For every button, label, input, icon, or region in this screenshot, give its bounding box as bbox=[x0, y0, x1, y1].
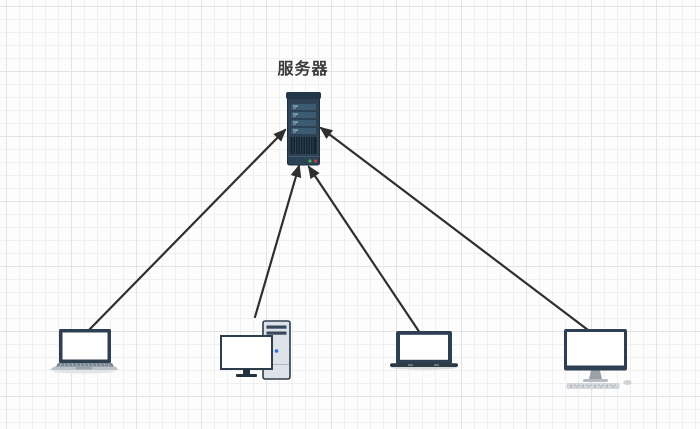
edge-laptop-left-to-server bbox=[86, 128, 287, 333]
server-tower-icon bbox=[286, 92, 321, 167]
keyboard-icon bbox=[566, 383, 620, 389]
monitor-stand-base bbox=[583, 379, 608, 382]
server-drive-bays bbox=[291, 104, 316, 134]
desktop-pc-icon bbox=[220, 315, 292, 381]
laptop-left-icon bbox=[50, 329, 118, 374]
mouse-icon bbox=[623, 380, 632, 385]
monitor-screen bbox=[564, 329, 627, 371]
server-vent-grille bbox=[290, 137, 317, 154]
server-led-green bbox=[308, 159, 312, 163]
edge-desktop-pc-to-server bbox=[253, 164, 302, 319]
pc-monitor bbox=[220, 335, 273, 377]
edge-monitor-to-server bbox=[319, 126, 590, 332]
desktop-monitor-icon bbox=[564, 329, 636, 390]
laptop-middle-icon bbox=[390, 331, 458, 371]
server-led-red bbox=[313, 159, 318, 163]
monitor-stand bbox=[589, 370, 602, 379]
edge-laptop-mid-to-server bbox=[307, 165, 422, 335]
pc-power-led bbox=[274, 349, 279, 353]
server-label: 服务器 bbox=[277, 61, 329, 78]
